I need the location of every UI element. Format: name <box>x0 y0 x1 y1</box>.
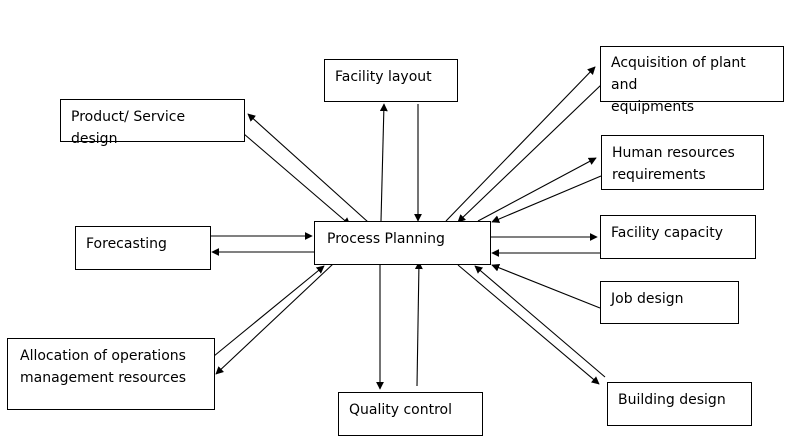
human-resources-label-line1: Human resources <box>612 145 735 161</box>
product-service-design-label: Product/ Service design <box>71 109 186 147</box>
building-design-label: Building design <box>618 392 726 408</box>
allocation-label-line1: Allocation of operations <box>20 348 186 364</box>
job-design-label: Job design <box>611 291 684 307</box>
arrow-from-human-resources <box>491 175 602 223</box>
arrow-to-building-design <box>457 264 600 385</box>
facility-layout-label: Facility layout <box>335 69 432 85</box>
arrow-from-job-design <box>491 263 601 309</box>
arrow-to-product-service-design <box>247 113 369 223</box>
arrow-to-human-resources <box>477 157 597 222</box>
process-planning-label: Process Planning <box>327 231 445 247</box>
acquisition-label-line1: Acquisition of plant and <box>611 55 746 93</box>
facility-layout-box: Facility layout <box>324 59 458 102</box>
arrow-from-product-service-design <box>243 133 351 226</box>
facility-capacity-box: Facility capacity <box>600 215 756 259</box>
arrow-from-building-design <box>474 265 606 378</box>
arrow-to-facility-layout <box>379 103 388 222</box>
facility-capacity-label: Facility capacity <box>611 225 724 241</box>
quality-control-label: Quality control <box>349 402 453 418</box>
building-design-box: Building design <box>607 382 752 426</box>
arrow-from-allocation <box>213 265 325 357</box>
forecasting-box: Forecasting <box>75 226 211 270</box>
allocation-box: Allocation of operations management reso… <box>7 338 215 410</box>
product-service-design-box: Product/ Service design <box>60 99 245 147</box>
arrow-to-acquisition <box>445 66 596 222</box>
forecasting-label: Forecasting <box>86 236 167 252</box>
allocation-label-line2: management resources <box>20 370 187 386</box>
process-planning-box: Process Planning <box>314 221 491 265</box>
job-design-box: Job design <box>600 281 739 324</box>
arrow-to-allocation <box>215 263 334 375</box>
arrow-from-quality-control <box>414 261 423 387</box>
human-resources-label-line2: requirements <box>612 167 706 183</box>
quality-control-box: Quality control <box>338 392 483 436</box>
arrow-from-acquisition <box>457 84 602 223</box>
acquisition-label-line2: equipments <box>611 99 695 115</box>
human-resources-box: Human resources requirements <box>601 135 764 190</box>
acquisition-box: Acquisition of plant and equipments <box>600 46 784 115</box>
